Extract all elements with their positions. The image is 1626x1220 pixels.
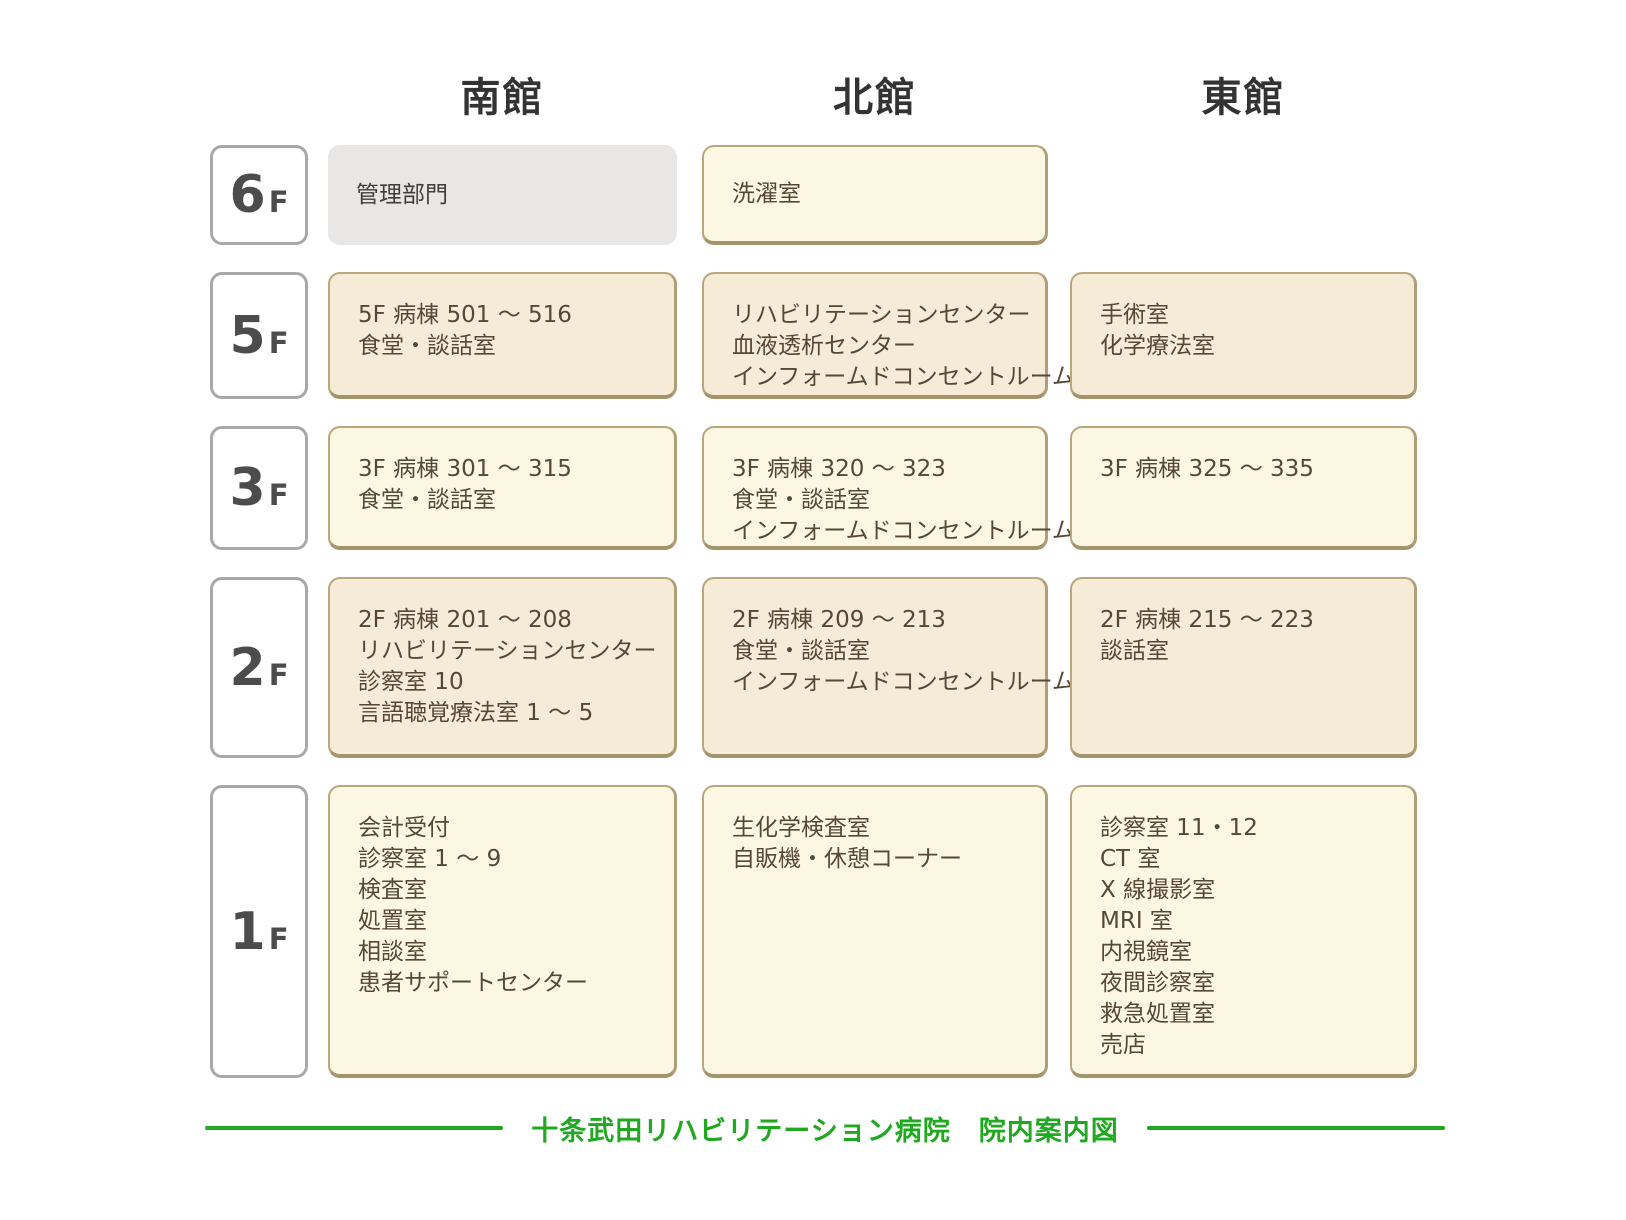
room-line: 夜間診察室 [1100, 970, 1215, 996]
footer: 十条武田リハビリテーション病院 院内案内図 [205, 1110, 1445, 1147]
room-line: 売店 [1100, 1032, 1146, 1058]
room-line: 救急処置室 [1100, 1001, 1215, 1027]
room-line: 談話室 [1100, 638, 1169, 664]
room-line: 管理部門 [356, 181, 448, 208]
room-line: インフォームドコンセントルーム [732, 669, 1075, 695]
room-line: 食堂・談話室 [358, 333, 496, 359]
room-line: 化学療法室 [1100, 333, 1215, 359]
room-line: 患者サポートセンター [358, 970, 588, 996]
room-cell-5f-south: 5F 病棟 501 ～ 516 食堂・談話室 [328, 272, 677, 399]
floor-letter: F [268, 185, 289, 219]
room-line: 手術室 [1100, 302, 1169, 328]
room-cell-2f-south: 2F 病棟 201 ～ 208 リハビリテーションセンター診察室 10 言語聴覚療法… [328, 577, 677, 758]
floor-number: 1 [229, 901, 266, 962]
room-line: 相談室 [358, 939, 427, 965]
room-cell-1f-north: 生化学検査室自販機・休憩コーナー [702, 785, 1048, 1078]
footer-rule-left [205, 1126, 504, 1130]
building-header-north: 北館 [833, 75, 917, 121]
floor-letter: F [268, 478, 289, 512]
floor-letter: F [268, 325, 289, 360]
hospital-title: 十条武田リハビリテーション病院 院内案内図 [531, 1115, 1119, 1147]
room-line: 5F 病棟 501 ～ 516 [358, 302, 572, 328]
room-line: インフォームドコンセントルーム [732, 364, 1075, 390]
room-cell-3f-east: 3F 病棟 325 ～ 335 [1070, 426, 1417, 550]
room-line: 診察室 10 [358, 669, 464, 695]
room-line: 2F 病棟 201 ～ 208 [358, 607, 572, 633]
room-cell-1f-south: 会計受付診察室 1 ～ 9 検査室処置室相談室患者サポートセンター [328, 785, 677, 1078]
room-cell-3f-south: 3F 病棟 301 ～ 315 食堂・談話室 [328, 426, 677, 550]
room-line: 診察室 11・12 [1100, 815, 1258, 841]
floor-number: 6 [229, 165, 266, 225]
room-line: 処置室 [358, 908, 427, 934]
room-line: 2F 病棟 215 ～ 223 [1100, 607, 1314, 633]
room-line: 内視鏡室 [1100, 939, 1192, 965]
floor-number: 2 [229, 637, 266, 698]
room-line: リハビリテーションセンター [358, 638, 657, 664]
room-cell-1f-east: 診察室 11・12 CT 室 X 線撮影室 MRI 室内視鏡室夜間診察室救急処置室売店 [1070, 785, 1417, 1078]
floor-letter: F [268, 657, 289, 692]
room-line: 生化学検査室 [732, 815, 870, 841]
room-line: リハビリテーションセンター [732, 302, 1031, 328]
room-cell-3f-north: 3F 病棟 320 ～ 323 食堂・談話室インフォームドコンセントルーム [702, 426, 1075, 550]
room-line: 食堂・談話室 [732, 638, 870, 664]
room-line: インフォームドコンセントルーム [732, 518, 1075, 544]
room-line: X 線撮影室 [1100, 877, 1216, 903]
floor-letter: F [268, 921, 289, 956]
room-line: MRI 室 [1100, 908, 1173, 934]
floor-number: 5 [229, 305, 266, 366]
room-line: 会計受付 [358, 815, 450, 841]
footer-rule-right [1146, 1126, 1445, 1130]
room-line: 食堂・談話室 [732, 487, 870, 513]
room-line: 3F 病棟 320 ～ 323 [732, 456, 946, 482]
room-line: 検査室 [358, 877, 427, 903]
room-cell-2f-north: 2F 病棟 209 ～ 213 食堂・談話室インフォームドコンセントルーム [702, 577, 1075, 758]
room-line: 診察室 1 ～ 9 [358, 846, 502, 872]
room-line: 2F 病棟 209 ～ 213 [732, 607, 946, 633]
room-cell-6f-north: 洗濯室 [702, 145, 1048, 245]
room-line: 食堂・談話室 [358, 487, 496, 513]
room-line: 洗濯室 [732, 180, 801, 207]
room-line: CT 室 [1100, 846, 1161, 872]
room-line: 3F 病棟 301 ～ 315 [358, 456, 572, 482]
room-line: 自販機・休憩コーナー [732, 846, 962, 872]
room-cell-5f-north: リハビリテーションセンター血液透析センターインフォームドコンセントルーム [702, 272, 1075, 399]
room-cell-6f-south: 管理部門 [328, 145, 677, 245]
room-cell-5f-east: 手術室化学療法室 [1070, 272, 1417, 399]
room-line: 言語聴覚療法室 1 ～ 5 [358, 700, 594, 726]
floor-number: 3 [229, 458, 266, 518]
room-line: 3F 病棟 325 ～ 335 [1100, 456, 1314, 482]
room-line: 血液透析センター [732, 333, 916, 359]
room-cell-2f-east: 2F 病棟 215 ～ 223 談話室 [1070, 577, 1417, 758]
building-header-east: 東館 [1201, 75, 1286, 121]
building-header-south: 南館 [460, 75, 545, 121]
